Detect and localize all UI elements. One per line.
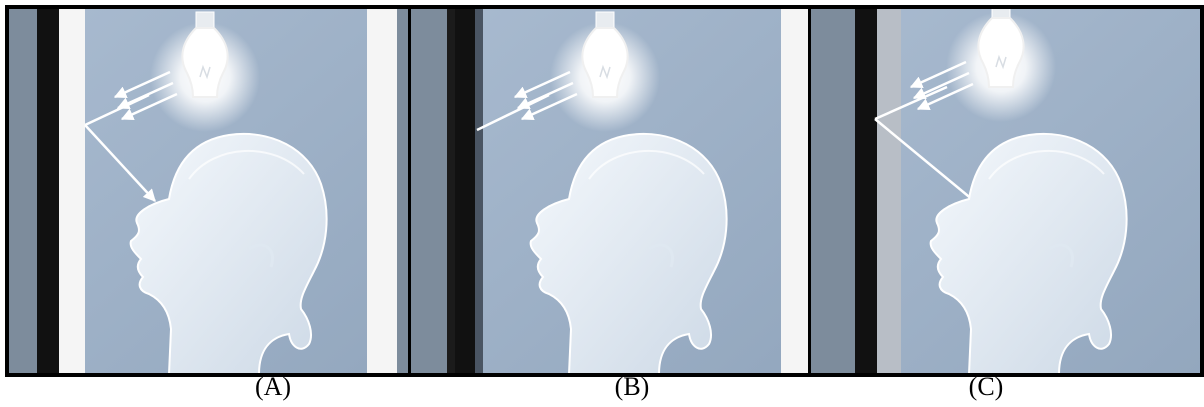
dark-wall <box>455 9 475 373</box>
panel-c-caption: (C) <box>926 370 1046 404</box>
panel-b <box>409 9 809 373</box>
light-wall-right <box>367 9 397 373</box>
panel-a <box>9 9 409 373</box>
dark-wall <box>37 9 59 373</box>
gray-wall <box>877 9 901 373</box>
diagram-frame <box>5 5 1204 377</box>
wall-shadow <box>409 9 447 373</box>
panel-c <box>809 9 1200 373</box>
wall-shadow <box>809 9 855 373</box>
light-wall <box>59 9 85 373</box>
light-wall-right <box>781 9 809 373</box>
dark-wall <box>855 9 877 373</box>
panel-divider <box>408 9 411 373</box>
panel-divider <box>808 9 811 373</box>
wall-shadow <box>9 9 37 373</box>
diagram-canvas <box>9 9 1200 373</box>
panel-a-caption: (A) <box>213 370 333 404</box>
panel-b-caption: (B) <box>572 370 692 404</box>
